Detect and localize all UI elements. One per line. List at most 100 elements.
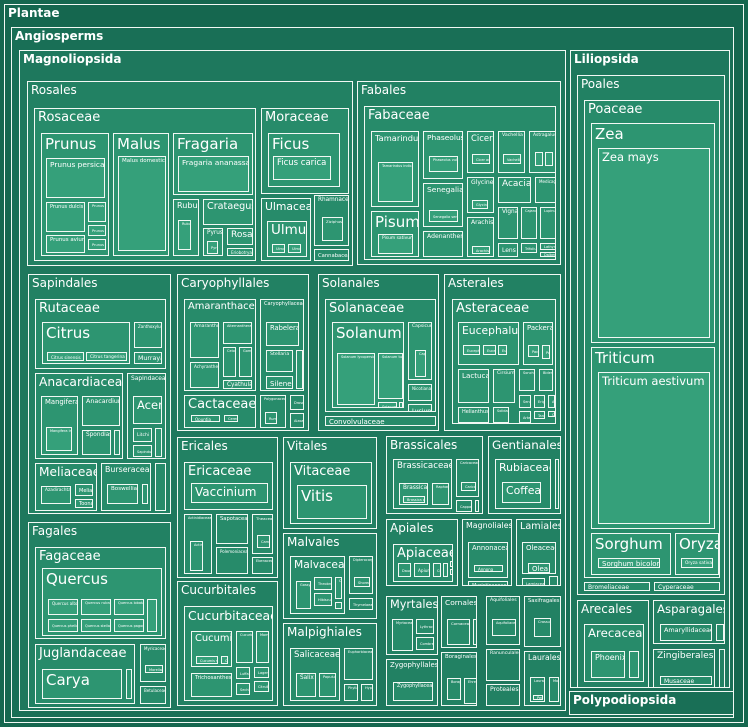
treemap-node-quercus-stellata[interactable]: Quercus stellata — [81, 619, 111, 632]
treemap-node-theobroma[interactable]: Theobroma — [314, 577, 332, 590]
treemap-node-eriobotrya[interactable]: Eriobotrya — [227, 248, 253, 256]
treemap-node-cucurbita[interactable]: Cucurbita — [236, 631, 253, 663]
treemap-node-phyllanthaceae[interactable]: Phyllanthaceae — [344, 684, 358, 701]
treemap-node-cornaceae[interactable]: Cornaceae — [447, 619, 470, 645]
treemap-node-prunus-domestica[interactable]: Prunus domestica — [88, 239, 106, 250]
treemap-node-cirsium[interactable]: Cirsium — [493, 369, 515, 403]
treemap-node-cucumis-melo[interactable]: Cucumis melo — [221, 656, 228, 664]
treemap-node-sapindus[interactable]: Sapindus — [133, 445, 152, 457]
treemap-node-sonchus[interactable]: Sonchus — [519, 369, 535, 391]
treemap-node-morella[interactable]: Morella — [145, 665, 163, 673]
treemap-node-rhamnaceae[interactable]: RhamnaceaeZiziphus — [314, 195, 349, 246]
treemap-node-boraginales[interactable]: BoraginalesBoraginaceaeEhretiaceae — [441, 652, 477, 706]
treemap-node-citrullus[interactable]: Citrullus — [254, 681, 269, 692]
treemap-node-olea[interactable]: Olea — [528, 563, 550, 573]
treemap-node-bidens[interactable]: Bidens — [539, 369, 553, 391]
treemap-node-quercus-phellos[interactable]: Quercus phellos — [48, 619, 78, 632]
treemap-node-aizoaceae[interactable]: Aizoaceae — [290, 413, 304, 428]
treemap-node-proteales[interactable]: Proteales — [486, 684, 520, 706]
treemap-node-medicago[interactable]: Medicago — [535, 177, 555, 203]
treemap-node-citrus-sinensis[interactable]: Citrus sinensis — [47, 352, 84, 361]
treemap-box[interactable] — [335, 602, 342, 609]
treemap-node-oryza[interactable]: OryzaOryza sativa — [675, 533, 719, 575]
treemap-node-coriandrum[interactable]: Coriandrum — [433, 563, 441, 577]
treemap-node-saxifragales[interactable]: SaxifragalesCrassulaceae — [524, 596, 561, 647]
treemap-node-carya[interactable]: Carya — [42, 669, 122, 699]
treemap-node-magnoliales[interactable]: MagnolialesAnnonaceaeAnnonaMyristicaceae — [462, 519, 512, 586]
treemap-node-mangifera-indica[interactable]: Mangifera indica — [46, 427, 72, 451]
treemap-node-prunus-cerasus[interactable]: Prunus cerasus — [88, 225, 106, 236]
treemap-node-eucephalus[interactable]: EucephalusEucephalus elegansEucephalus e… — [458, 322, 519, 365]
treemap-node-erigeron[interactable]: Erigeron — [534, 395, 545, 408]
treemap-node-solanum-tuberosum[interactable]: Solanum tuberosum — [378, 353, 403, 399]
treemap-node-luffa[interactable]: Luffa — [236, 667, 250, 679]
treemap-node-capsicum[interactable]: CapsicumCapsicum annuum — [408, 322, 432, 380]
treemap-node-artemisia[interactable]: Artemisia — [519, 411, 531, 423]
treemap-node-ulmus-pumila[interactable]: Ulmus pumila — [288, 244, 301, 253]
treemap-node-cereus[interactable]: Cereus — [224, 415, 238, 422]
treemap-node-amaranthus[interactable]: Amaranthus — [190, 322, 219, 358]
treemap-box[interactable] — [545, 152, 553, 166]
treemap-node-annona[interactable]: Annona — [474, 565, 503, 572]
treemap-node-vitis[interactable]: Vitis — [297, 485, 367, 519]
treemap-node-annonaceae[interactable]: AnnonaceaeAnnona — [468, 542, 508, 578]
treemap-node-myristicaceae[interactable]: Myristicaceae — [468, 581, 508, 585]
treemap-node-euphorbiaceae[interactable]: Euphorbiaceae — [344, 648, 373, 680]
treemap-box[interactable] — [147, 599, 157, 632]
treemap-node-rumex[interactable]: Rumex — [265, 412, 277, 424]
treemap-node-crataegus[interactable]: Crataegus — [203, 199, 253, 225]
treemap-node-apiaceae[interactable]: ApiaceaeDaucusApiumCoriandrumAnethumCumi… — [393, 544, 453, 582]
treemap-node-lactuca[interactable]: Lactuca — [458, 369, 489, 403]
treemap-node-sorghum-bicolor[interactable]: Sorghum bicolor — [598, 558, 660, 568]
treemap-node-salicaceae[interactable]: SalicaceaeSalixPopulus — [290, 648, 340, 701]
treemap-box[interactable] — [399, 402, 403, 407]
treemap-node-rabelera[interactable]: Rabelera — [266, 322, 299, 346]
treemap-node-zygophyllaceae[interactable]: Zygophyllaceae — [393, 682, 433, 701]
treemap-node-coffea[interactable]: Coffea — [502, 482, 541, 503]
treemap-node-vigna[interactable]: Vigna — [498, 207, 518, 239]
treemap-node-dipterocarpaceae[interactable]: DipterocarpaceaeShorea — [349, 556, 373, 594]
treemap-node-solanum-melongena[interactable]: Solanum melongena — [378, 402, 397, 407]
treemap-node-salix[interactable]: Salix — [296, 673, 316, 697]
treemap-node-ziziphus[interactable]: Ziziphus — [322, 217, 343, 241]
treemap-node-ficus-carica[interactable]: Ficus carica — [273, 156, 331, 180]
treemap-node-bromeliaceae[interactable]: Bromeliaceae — [584, 582, 650, 591]
treemap-node-adenanthera[interactable]: Adenanthera — [423, 231, 463, 257]
treemap-node-eucephalus-engelmannii[interactable]: Eucephalus engelmannii — [483, 345, 496, 355]
treemap-node-cosmos[interactable]: Cosmos — [548, 411, 555, 417]
treemap-node-myrtales[interactable]: MyrtalesMyrtaceaeLythraceaeCombretaceae — [386, 596, 438, 655]
treemap-node-cucumis[interactable]: CucumisCucumis sativusCucumis melo — [191, 631, 232, 667]
treemap-node-senegalia-senegal[interactable]: Senegalia senegal — [429, 210, 458, 222]
treemap-node-shorea[interactable]: Shorea — [354, 577, 370, 587]
treemap-node-monimiaceae[interactable]: Monimiaceae — [549, 677, 559, 702]
treemap-node-arachis-hypogaea[interactable]: Arachis hypogaea — [472, 246, 490, 254]
treemap-node-cyperaceae[interactable]: Cyperaceae — [654, 582, 720, 591]
treemap-node-malvaceae[interactable]: MalvaceaeGossypiumTheobromaHibiscusCeiba — [290, 556, 345, 614]
treemap-node-cuminum[interactable]: Cuminum — [450, 561, 452, 567]
treemap-node-anacardium[interactable]: Anacardium — [82, 396, 120, 426]
treemap-node-ulmus[interactable]: UlmusUlmus minorUlmus pumila — [267, 221, 307, 257]
treemap-node-myrtaceae[interactable]: Myrtaceae — [392, 619, 413, 651]
treemap-node-citrus-tangerina[interactable]: Citrus tangerina — [86, 352, 127, 361]
